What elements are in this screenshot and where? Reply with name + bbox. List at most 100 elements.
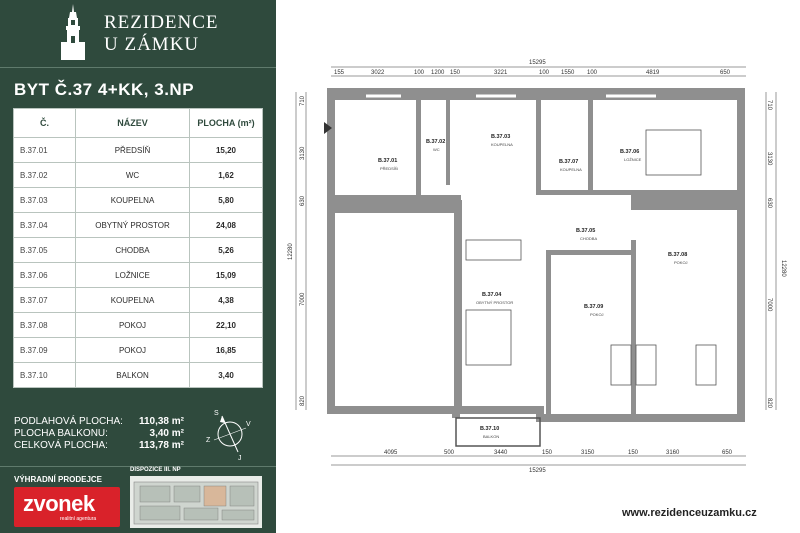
room-name: CHODBA (75, 237, 190, 263)
left-lower-wall (331, 195, 461, 213)
dim-bottom: 3440 (494, 450, 508, 456)
room-label: B.37.02 (426, 139, 445, 145)
room-sublabel: WC (433, 147, 440, 152)
room-code: B.37.04 (13, 212, 76, 238)
dim-right: 820 (766, 398, 772, 409)
area-summary: PODLAHOVÁ PLOCHA:110,38 m² PLOCHA BALKON… (14, 416, 184, 452)
wall (546, 255, 551, 415)
header-name: NÁZEV (75, 108, 190, 138)
room-name: PŘEDSÍŇ (75, 137, 190, 163)
sofa-icon (465, 309, 512, 366)
room-sublabel: KOUPELNA (491, 142, 513, 147)
entrance-arrow-icon (324, 122, 332, 134)
room-label: B.37.10 (480, 426, 499, 432)
room-name: KOUPELNA (75, 287, 190, 313)
summary-label: PLOCHA BALKONU: (14, 428, 108, 439)
wall (416, 100, 421, 195)
apartment-title: BYT Č.37 4+KK, 3.NP (14, 80, 195, 99)
kitchen-counter-icon (465, 239, 522, 261)
floor-plan: 15295 155 3022 100 1200 150 3221 100 155… (276, 0, 800, 533)
summary-value: 3,40 m² (149, 428, 184, 439)
panel-divider (0, 67, 276, 68)
room-name: WC (75, 162, 190, 188)
room-area: 5,80 (189, 187, 263, 213)
wall (546, 250, 631, 255)
wall (541, 190, 631, 195)
logo-subtext: realitní agentura (60, 516, 97, 522)
dim-top: 155 (334, 70, 345, 76)
brand-line1: REZIDENCE (104, 12, 219, 33)
floor-thumbnail-icon (133, 481, 259, 525)
room-area: 15,09 (189, 262, 263, 288)
room-code: B.37.01 (13, 137, 76, 163)
summary-floor: PODLAHOVÁ PLOCHA:110,38 m² (14, 416, 184, 428)
dim-right: 710 (766, 100, 772, 111)
room-label: B.37.05 (576, 228, 595, 234)
dim-left: 7000 (300, 292, 306, 306)
dim-top: 3221 (494, 70, 508, 76)
dim-left-total: 12280 (288, 243, 294, 260)
dim-top: 1550 (561, 70, 575, 76)
room-code: B.37.10 (13, 362, 76, 388)
room-sublabel: PŘEDSÍŇ (380, 166, 398, 171)
dim-right: 7000 (766, 298, 772, 312)
dim-bottom: 500 (444, 450, 455, 456)
dim-left: 820 (300, 395, 306, 406)
room-sublabel: OBYTNÝ PROSTOR (476, 300, 513, 305)
summary-label: CELKOVÁ PLOCHA: (14, 440, 108, 451)
room-label: B.37.01 (378, 158, 397, 164)
room-code: B.37.03 (13, 187, 76, 213)
dim-bottom: 3160 (666, 450, 680, 456)
room-area: 5,26 (189, 237, 263, 263)
bed-icon (695, 344, 717, 386)
room-label: B.37.09 (584, 304, 603, 310)
brand-logo: REZIDENCE U ZÁMKU (52, 0, 232, 62)
wall (631, 190, 741, 210)
summary-value: 113,78 m² (138, 440, 184, 451)
compass-z: Z (206, 437, 211, 444)
room-sublabel: POKOJ (590, 312, 604, 317)
wall (536, 100, 541, 195)
logo-text: zvonek (23, 491, 95, 516)
dim-bottom: 150 (542, 450, 553, 456)
bed-icon (645, 129, 702, 176)
compass-s: S (214, 410, 219, 417)
room-name: POKOJ (75, 337, 190, 363)
room-code: B.37.08 (13, 312, 76, 338)
room-code: B.37.05 (13, 237, 76, 263)
info-panel: REZIDENCE U ZÁMKU BYT Č.37 4+KK, 3.NP Č.… (0, 0, 276, 533)
room-area: 4,38 (189, 287, 263, 313)
room-name: OBYTNÝ PROSTOR (75, 212, 190, 238)
website-link[interactable]: www.rezidenceuzamku.cz (622, 507, 757, 519)
zvonek-logo[interactable]: zvonek realitní agentura (14, 487, 120, 527)
brand-line2: U ZÁMKU (104, 34, 200, 55)
room-name: LOŽNICE (75, 262, 190, 288)
compass-v: V (246, 421, 251, 428)
room-area: 22,10 (189, 312, 263, 338)
dim-top: 100 (539, 70, 550, 76)
room-code: B.37.06 (13, 262, 76, 288)
room-area: 16,85 (189, 337, 263, 363)
summary-value: 110,38 m² (138, 416, 184, 427)
seller-label: VÝHRADNÍ PRODEJCE (14, 475, 103, 484)
dim-bottom: 3150 (581, 450, 595, 456)
header-area: PLOCHA (m²) (189, 108, 263, 138)
living-left-wall (454, 200, 462, 410)
disposition-thumbnail (130, 476, 262, 528)
compass-j: J (238, 455, 242, 462)
top-wall (331, 92, 741, 100)
panel-divider-bottom (0, 466, 276, 467)
room-label: B.37.08 (668, 252, 687, 258)
dim-left: 710 (300, 95, 306, 106)
castle-tower-icon (61, 4, 85, 60)
wall (631, 240, 636, 415)
compass-icon: S V Z J (206, 410, 251, 462)
table-header-row: Č. NÁZEV PLOCHA (m²) (13, 108, 263, 138)
dim-top: 1200 (431, 70, 445, 76)
